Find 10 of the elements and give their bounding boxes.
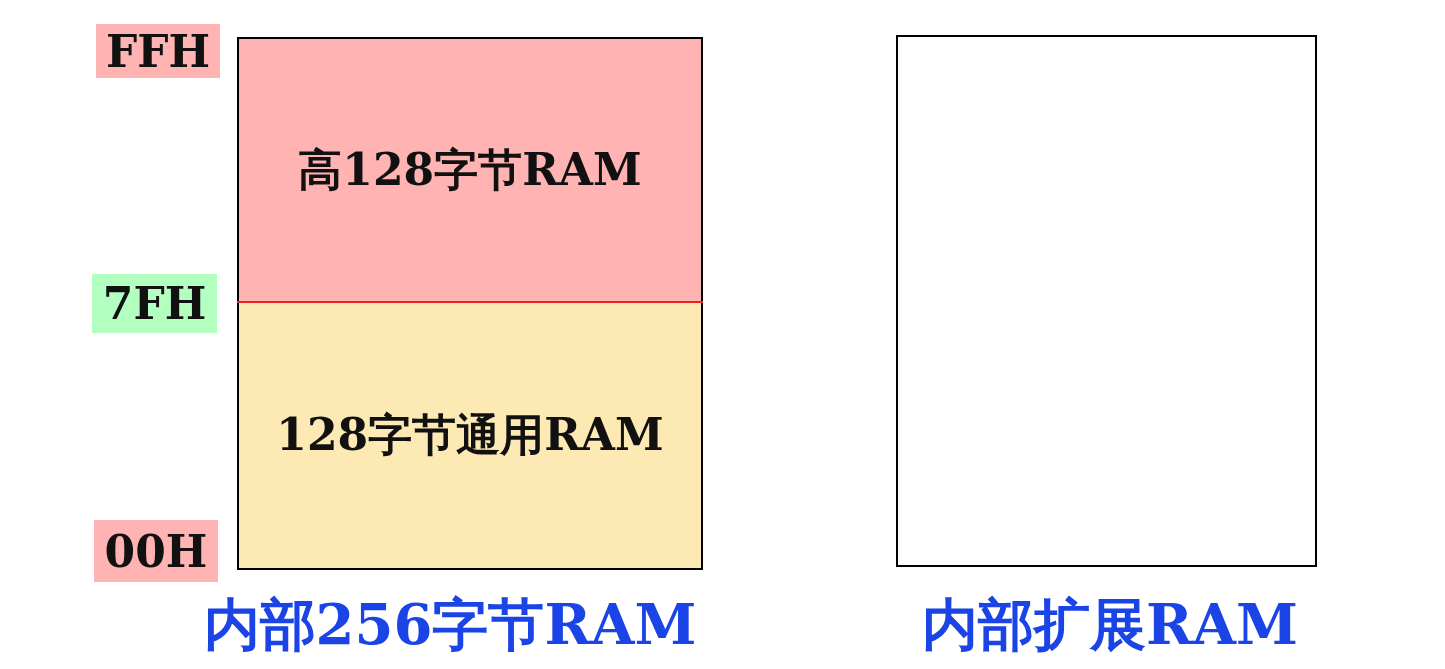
memory-caption: 内部256字节RAM [202,590,698,659]
region-label: 高128字节RAM [298,143,642,197]
region-label: 128字节通用RAM [276,408,664,462]
memory-block [896,35,1317,567]
address-tag: 7FH [92,274,217,333]
memory-caption: 内部扩展RAM [921,590,1299,659]
memory-region [237,303,703,570]
address-tag: 00H [94,520,218,582]
address-tag: FFH [96,24,220,78]
memory-region [237,37,703,302]
